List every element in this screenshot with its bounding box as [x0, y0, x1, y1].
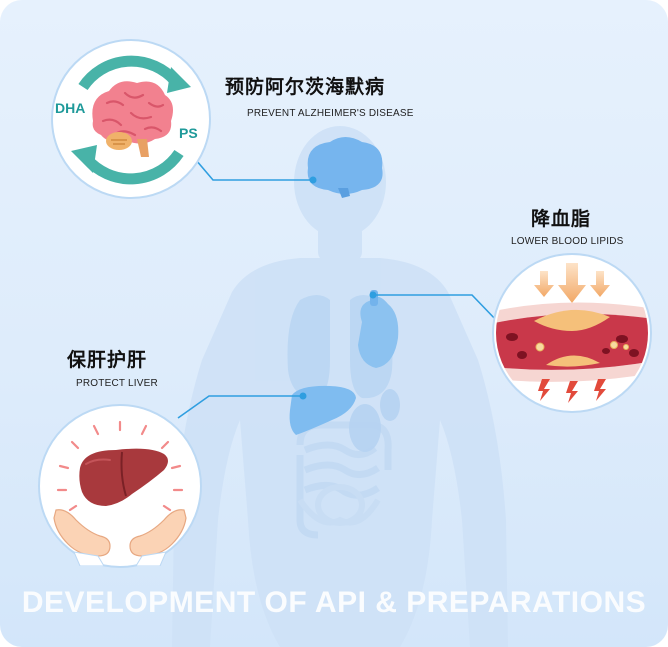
connector-lines	[177, 159, 499, 419]
liver-connector-dot	[299, 392, 307, 400]
brain-section-subtitle: PREVENT ALZHEIMER'S DISEASE	[247, 108, 414, 119]
brain-circle: DHA PS	[51, 39, 211, 199]
dha-label: DHA	[55, 100, 86, 116]
lipid-section-title: 降血脂	[531, 208, 592, 230]
blood-vessel-icon	[496, 263, 648, 403]
pelvis-shape	[297, 484, 381, 526]
liver-section-subtitle: PROTECT LIVER	[76, 378, 158, 389]
brain-section-title: 预防阿尔茨海默病	[225, 76, 386, 98]
liver-organ	[289, 385, 356, 435]
brain-icon	[92, 81, 173, 157]
heart-connector-dot	[369, 291, 377, 299]
radiating-lines	[56, 420, 184, 512]
footer-watermark-title: DEVELOPMENT OF API & PREPARATIONS	[21, 586, 647, 619]
ps-label: PS	[179, 125, 198, 141]
liver-circle	[38, 404, 202, 568]
brain-organ	[307, 137, 383, 198]
liver-illustration	[53, 420, 187, 566]
liver-icon	[79, 448, 168, 506]
down-arrow-icon	[534, 263, 610, 303]
lipid-section-subtitle: LOWER BLOOD LIPIDS	[511, 236, 624, 247]
brain-connector-dot	[309, 176, 317, 184]
cycle-arrows-icon	[71, 55, 191, 185]
liver-section-title: 保肝护肝	[67, 349, 148, 371]
lightning-icon	[538, 379, 606, 403]
hands-icon	[53, 509, 187, 566]
lipid-circle	[492, 253, 652, 413]
